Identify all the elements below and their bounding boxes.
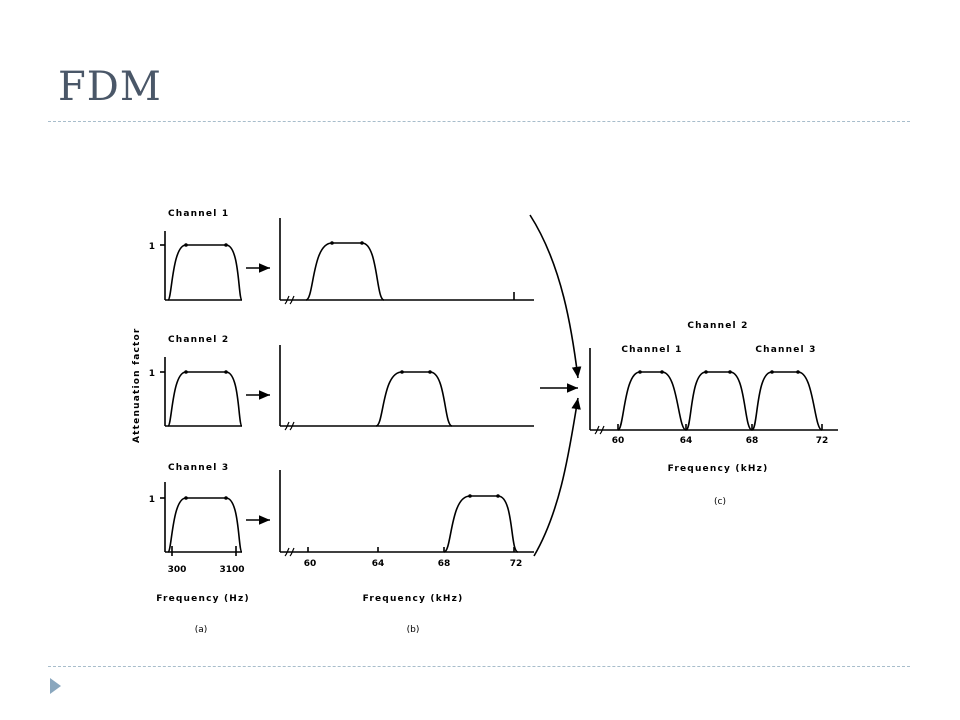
channel-label-a1: Channel 1 [168, 209, 229, 219]
footer-divider [48, 666, 910, 667]
tick-label-c-68: 68 [746, 436, 759, 446]
channel-label-c1: Channel 1 [621, 345, 682, 355]
channel-label-a3: Channel 3 [168, 463, 229, 473]
panel-b-plot-1 [279, 218, 534, 305]
tick-label-b-72: 72 [510, 559, 523, 569]
panel-a-plot-1 [160, 231, 243, 301]
title-divider [48, 121, 910, 122]
level-mark-a3: 1 [149, 495, 155, 505]
tick-label-b-60: 60 [304, 559, 317, 569]
level-mark-a1: 1 [149, 242, 155, 252]
triangle-right-icon[interactable] [50, 678, 61, 694]
merge-arrow-top [529, 214, 582, 379]
tick-label-b-64: 64 [372, 559, 385, 569]
merge-arrow-bottom [533, 397, 581, 557]
tick-label-300: 300 [168, 565, 187, 575]
caption-b: (b) [407, 625, 420, 635]
panel-b-plot-3 [279, 470, 534, 557]
x-axis-label-c: Frequency (kHz) [668, 464, 769, 474]
panel-a-plot-3 [160, 482, 243, 556]
tick-label-c-60: 60 [612, 436, 625, 446]
x-axis-label-a: Frequency (Hz) [156, 594, 250, 604]
x-axis-label-b: Frequency (kHz) [363, 594, 464, 604]
channel-label-a2: Channel 2 [168, 335, 229, 345]
tick-label-3100: 3100 [219, 565, 244, 575]
tick-label-c-64: 64 [680, 436, 693, 446]
channel-label-c3: Channel 3 [755, 345, 816, 355]
tick-label-c-72: 72 [816, 436, 829, 446]
slide-title: FDM [58, 64, 162, 110]
tick-label-b-68: 68 [438, 559, 451, 569]
channel-label-c2: Channel 2 [687, 321, 748, 331]
y-axis-label: Attenuation factor [132, 327, 142, 443]
panel-c-plot [589, 348, 838, 435]
caption-c: (c) [714, 497, 726, 507]
level-mark-a2: 1 [149, 369, 155, 379]
caption-a: (a) [195, 625, 208, 635]
panel-a-plot-2 [160, 357, 243, 427]
panel-b-plot-2 [279, 345, 534, 431]
